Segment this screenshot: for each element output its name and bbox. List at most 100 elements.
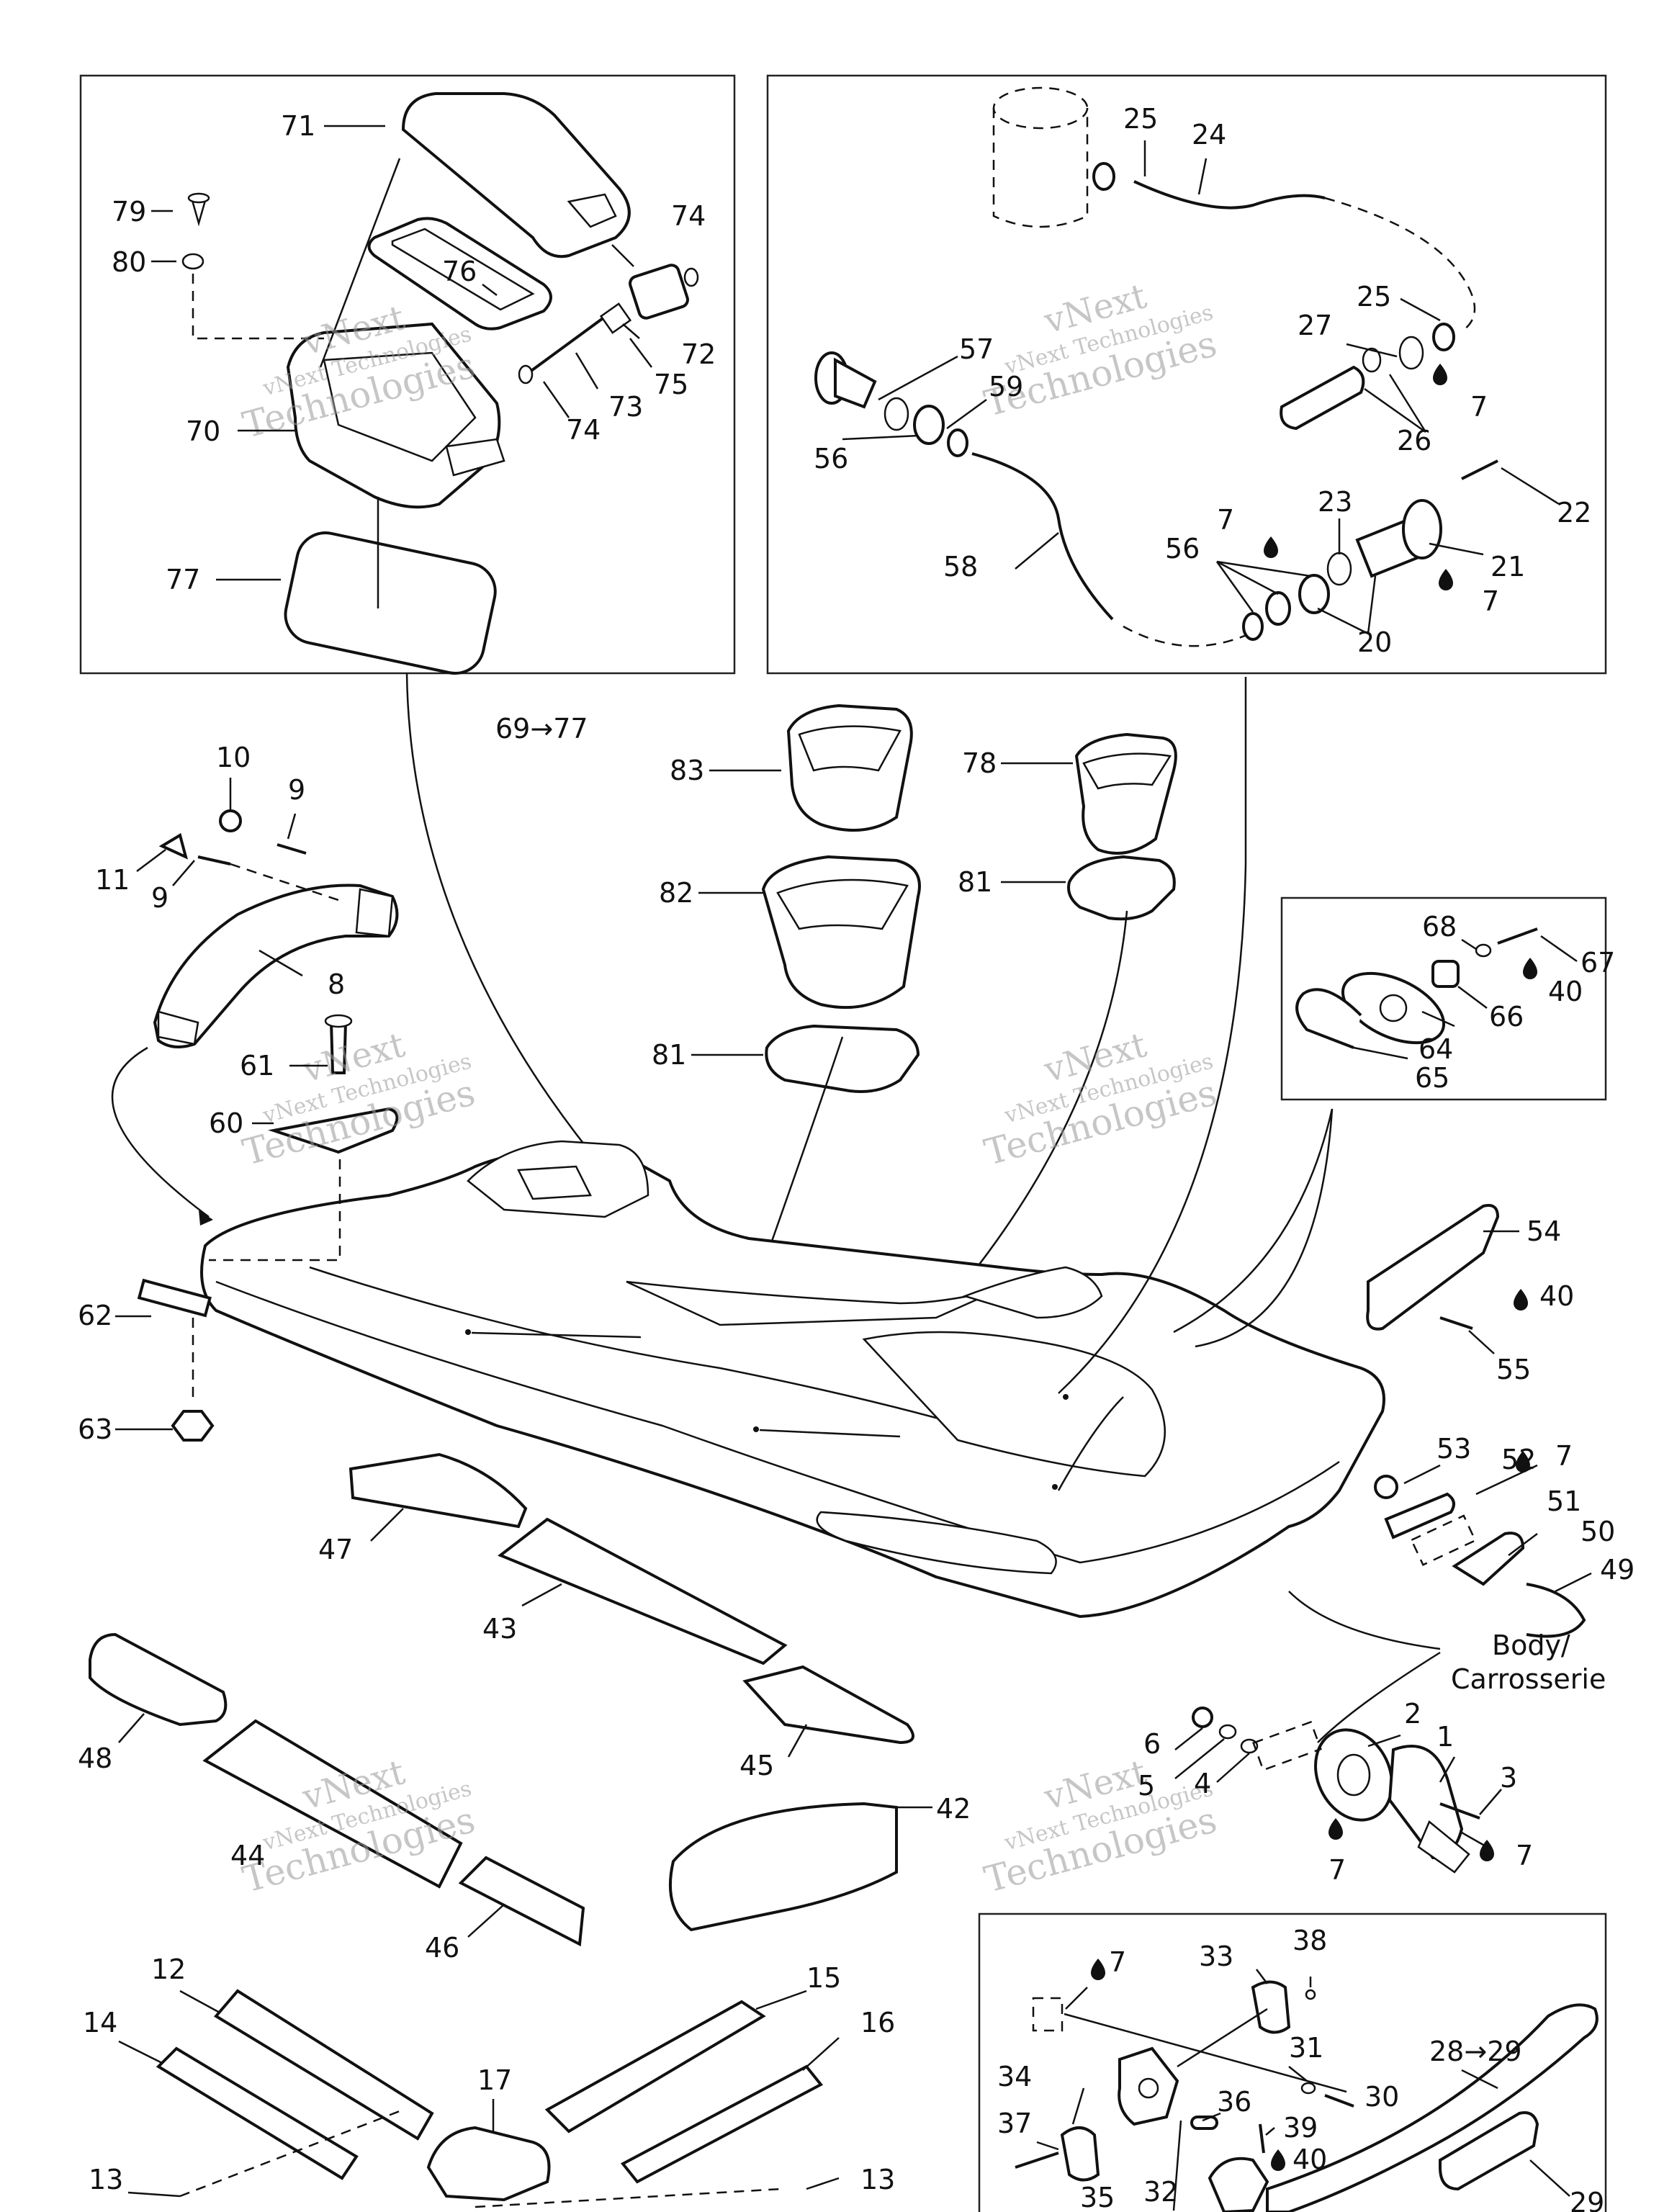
label-8: 8	[328, 968, 345, 1000]
hull-handlebar	[962, 1266, 1103, 1319]
part-65-eye	[1295, 988, 1362, 1049]
part-59-clamp	[947, 428, 968, 457]
part-33-cover	[1251, 1980, 1291, 2034]
label-3: 3	[1500, 1762, 1517, 1794]
label-78: 78	[962, 747, 997, 779]
part-9-screw	[197, 855, 231, 866]
part-35-fitting	[1208, 2157, 1269, 2212]
part-57-washer	[884, 397, 909, 431]
storage-bin-group	[181, 92, 699, 675]
label-51: 51	[1547, 1485, 1581, 1517]
label-70: 70	[186, 415, 220, 447]
part-52-plate	[1384, 1492, 1455, 1539]
part-53-nut	[1374, 1475, 1398, 1499]
label-13-b: 13	[860, 2164, 895, 2195]
part-63-nut	[171, 1410, 215, 1442]
label-38: 38	[1292, 1925, 1327, 1956]
part-67-screw	[1497, 927, 1538, 945]
label-28-29: 28→29	[1429, 2036, 1522, 2067]
label-55: 55	[1496, 1354, 1531, 1385]
tow-eye-group	[1295, 927, 1578, 1060]
part-15-rail	[544, 2000, 766, 2134]
label-50: 50	[1581, 1516, 1615, 1547]
part-71-lid	[401, 92, 631, 258]
label-22: 22	[1557, 497, 1591, 529]
label-80: 80	[112, 246, 146, 278]
label-53: 53	[1437, 1433, 1471, 1465]
label-31: 31	[1289, 2032, 1323, 2064]
label-65: 65	[1415, 1062, 1449, 1094]
label-7-b: 7	[1217, 504, 1234, 536]
part-74-washer	[683, 267, 699, 287]
label-74-b: 74	[566, 414, 601, 446]
part-58-hose	[971, 452, 1114, 621]
bumpers-group	[118, 1989, 840, 2208]
part-3-screw	[1439, 1802, 1480, 1820]
part-66-spacer	[1431, 960, 1460, 988]
label-10: 10	[216, 742, 251, 773]
frame-handle	[978, 1912, 1607, 2212]
part-26-fitting	[1280, 365, 1365, 431]
part-25-clamp-b	[1432, 323, 1455, 351]
part-42-mat	[668, 1802, 898, 1932]
frame-tow-eye	[1280, 896, 1607, 1101]
part-labels: 71 79 80 74 76 72 75 73 74 70 77 69→77 2…	[78, 103, 1635, 2212]
drain-plug-group	[1174, 1707, 1502, 1874]
part-23-washer	[1326, 552, 1352, 586]
part-9-screw-b	[276, 843, 307, 855]
label-81-b: 81	[652, 1039, 686, 1071]
label-35: 35	[1080, 2182, 1115, 2212]
label-76: 76	[442, 256, 477, 287]
storage-cups	[405, 673, 1177, 1297]
part-77-gasket	[284, 531, 497, 675]
part-17-corner	[426, 2126, 551, 2202]
label-17: 17	[477, 2064, 512, 2096]
label-60: 60	[209, 1107, 243, 1139]
label-39: 39	[1283, 2112, 1318, 2144]
label-34: 34	[997, 2061, 1032, 2092]
part-nut	[913, 405, 945, 445]
label-66: 66	[1489, 1001, 1524, 1033]
label-40-c: 40	[1292, 2144, 1327, 2175]
part-60-bracket	[268, 1107, 399, 1154]
label-7-c: 7	[1482, 585, 1499, 617]
label-49: 49	[1600, 1554, 1635, 1586]
part-45-mat	[742, 1665, 914, 1745]
part-6-nut	[1192, 1707, 1213, 1728]
label-30: 30	[1364, 2081, 1399, 2113]
part-22-screw	[1461, 459, 1498, 480]
bilge-group	[814, 86, 1560, 647]
label-48: 48	[78, 1743, 112, 1774]
label-79: 79	[112, 196, 146, 228]
part-39-screw	[1259, 2123, 1265, 2154]
label-77: 77	[166, 564, 200, 595]
label-45: 45	[739, 1750, 774, 1781]
part-74-washer-b	[518, 364, 534, 385]
label-59: 59	[989, 371, 1023, 403]
label-81: 81	[958, 866, 992, 898]
part-24-hose	[1133, 180, 1326, 210]
part-5-washer	[1218, 1724, 1237, 1740]
part-8-handle	[153, 884, 399, 1048]
part-55-screw	[1439, 1316, 1473, 1330]
label-7-a: 7	[1470, 391, 1488, 423]
label-21: 21	[1491, 551, 1525, 583]
label-5: 5	[1138, 1770, 1155, 1802]
label-72: 72	[681, 338, 716, 370]
label-71: 71	[281, 110, 315, 142]
label-9-b: 9	[151, 882, 168, 914]
part-81-gasket-b	[1067, 855, 1176, 921]
frame-bilge	[766, 74, 1607, 675]
part-75-spring	[599, 302, 632, 334]
label-44: 44	[230, 1840, 265, 1871]
right-side-parts	[1288, 1204, 1592, 1743]
part-81-gasket	[765, 1024, 920, 1093]
part-80-nut	[181, 253, 204, 270]
part-29-grip	[1439, 2111, 1539, 2191]
part-36-pin	[1190, 2116, 1218, 2130]
part-34-cover	[1060, 2126, 1100, 2182]
part-56-clamp	[1242, 612, 1264, 641]
label-25: 25	[1123, 103, 1158, 135]
label-27: 27	[1298, 310, 1332, 341]
